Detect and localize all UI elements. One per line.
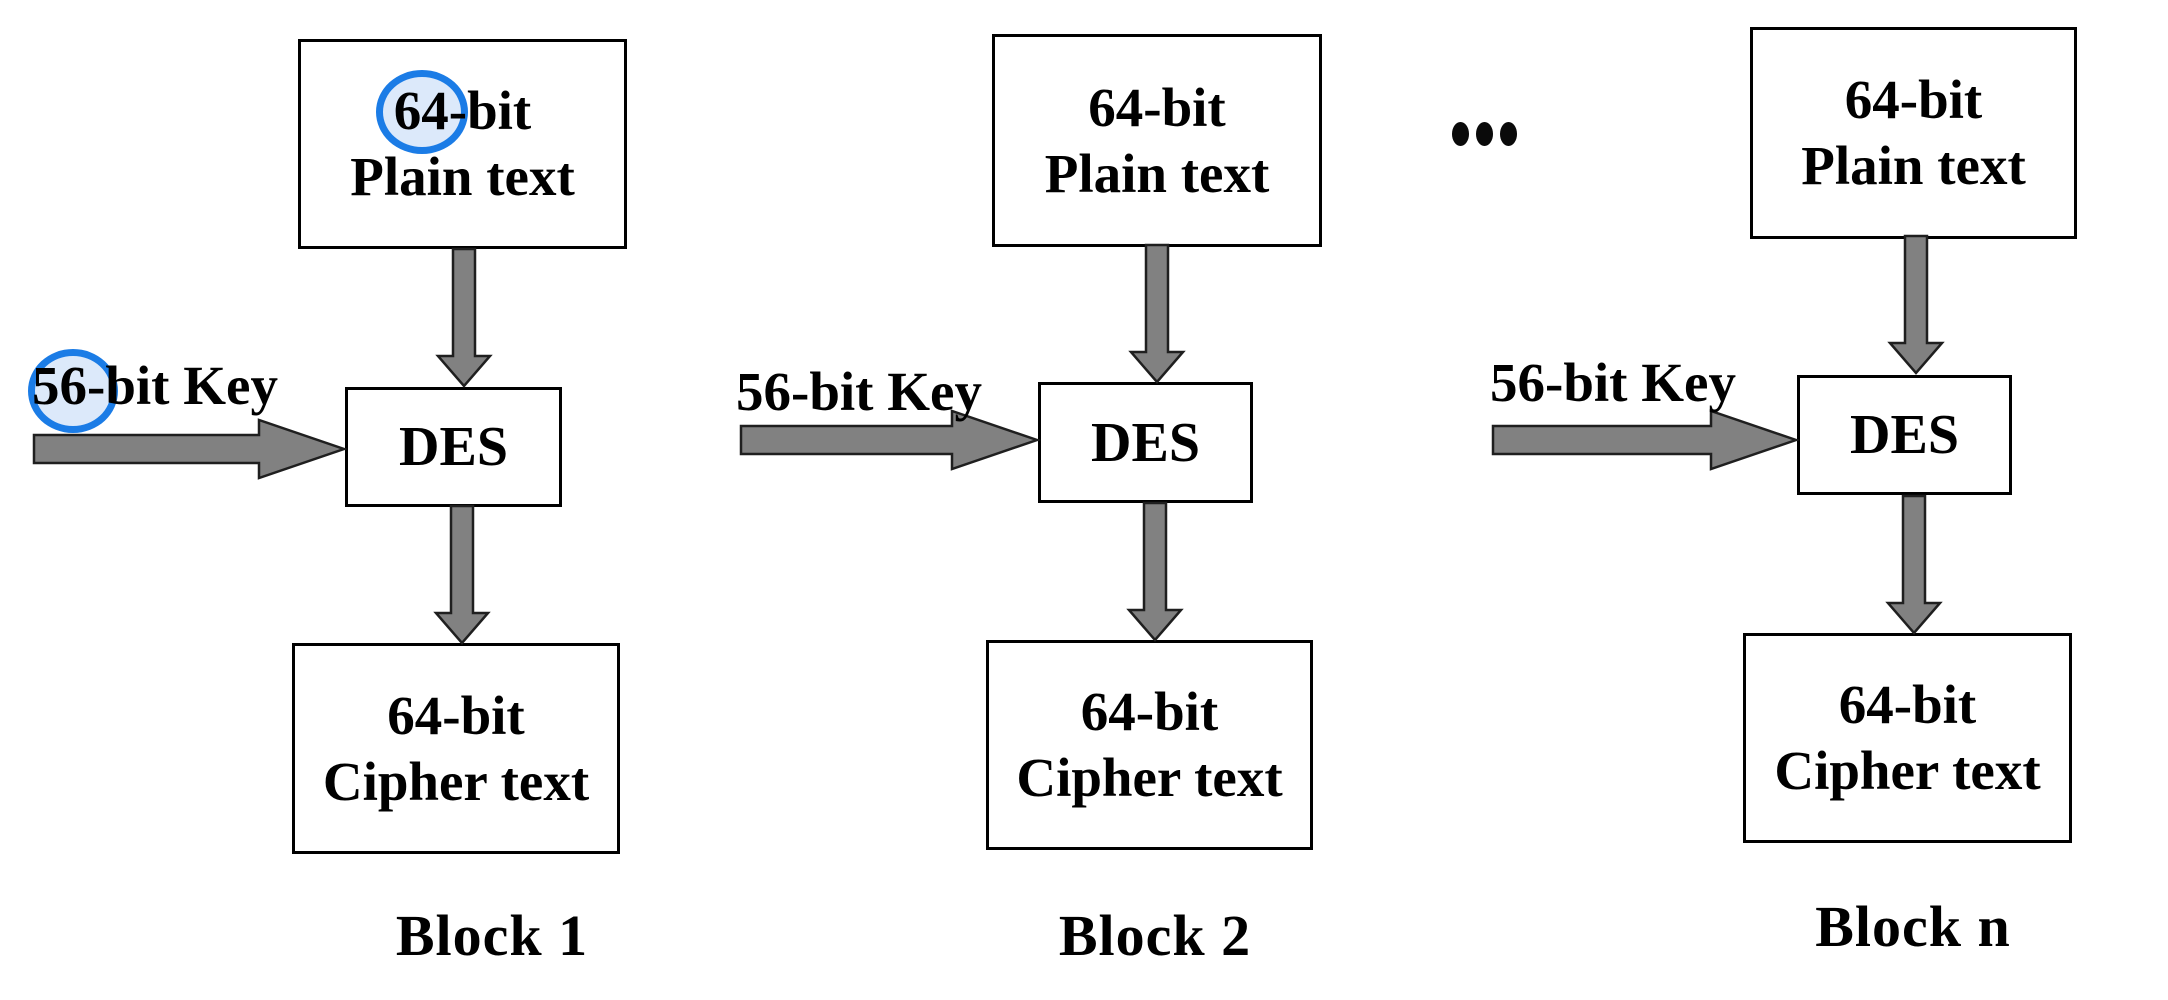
down-arrow-des-to-cipher bbox=[1885, 494, 1943, 635]
key-label: 56-bit Key bbox=[1490, 352, 1736, 413]
key-label: 56-bit Key bbox=[736, 361, 982, 422]
plain-text-line1: 64-bit bbox=[393, 80, 532, 141]
cipher-text-line2: Cipher text bbox=[1016, 747, 1283, 808]
plain-text-line2: Plain text bbox=[1801, 135, 2026, 196]
highlight-circle-64 bbox=[376, 70, 468, 154]
ellipsis-dot bbox=[1476, 122, 1493, 146]
ellipsis-dots bbox=[1452, 122, 1517, 146]
des-label: DES bbox=[399, 416, 508, 478]
plain-text-box: 64-bit Plain text bbox=[298, 39, 627, 249]
plain-text-box: 64-bit Plain text bbox=[1750, 27, 2077, 239]
block-caption: Block 1 bbox=[395, 903, 589, 968]
cipher-text-line2: Cipher text bbox=[322, 750, 590, 812]
ellipsis-dot bbox=[1500, 122, 1517, 146]
down-arrow-plain-to-des bbox=[435, 247, 493, 388]
cipher-text-line1: 64-bit bbox=[1838, 674, 1977, 735]
down-arrow-des-to-cipher bbox=[433, 504, 491, 645]
plain-text-line1: 64-bit bbox=[1088, 76, 1226, 138]
des-label: DES bbox=[1850, 404, 1959, 466]
des-box: DES bbox=[1797, 375, 2012, 495]
des-label: DES bbox=[1091, 411, 1200, 474]
down-arrow-plain-to-des bbox=[1128, 243, 1186, 384]
right-arrow-key-to-des bbox=[1491, 409, 1800, 471]
plain-text-line2: Plain text bbox=[1044, 142, 1270, 204]
cipher-text-box: 64-bit Cipher text bbox=[986, 640, 1313, 850]
down-arrow-plain-to-des bbox=[1887, 234, 1945, 375]
des-box: DES bbox=[1038, 382, 1253, 503]
cipher-text-line1: 64-bit bbox=[1080, 681, 1219, 742]
plain-text-line2: Plain text bbox=[350, 146, 575, 207]
block-caption: Block 2 bbox=[1058, 903, 1252, 968]
down-arrow-des-to-cipher bbox=[1126, 501, 1184, 642]
key-label: 56-bit Key bbox=[32, 355, 278, 416]
des-box: DES bbox=[345, 387, 562, 507]
cipher-text-line2: Cipher text bbox=[1774, 740, 2041, 801]
ellipsis-dot bbox=[1452, 122, 1469, 146]
highlight-circle-56 bbox=[28, 349, 118, 433]
cipher-text-box: 64-bit Cipher text bbox=[292, 643, 620, 854]
cipher-text-box: 64-bit Cipher text bbox=[1743, 633, 2072, 843]
plain-text-box: 64-bit Plain text bbox=[992, 34, 1322, 247]
cipher-text-line1: 64-bit bbox=[387, 684, 525, 746]
right-arrow-key-to-des bbox=[739, 409, 1041, 471]
plain-text-line1: 64-bit bbox=[1844, 69, 1983, 130]
block-caption: Block n bbox=[1815, 894, 2011, 959]
right-arrow-key-to-des bbox=[32, 418, 348, 480]
